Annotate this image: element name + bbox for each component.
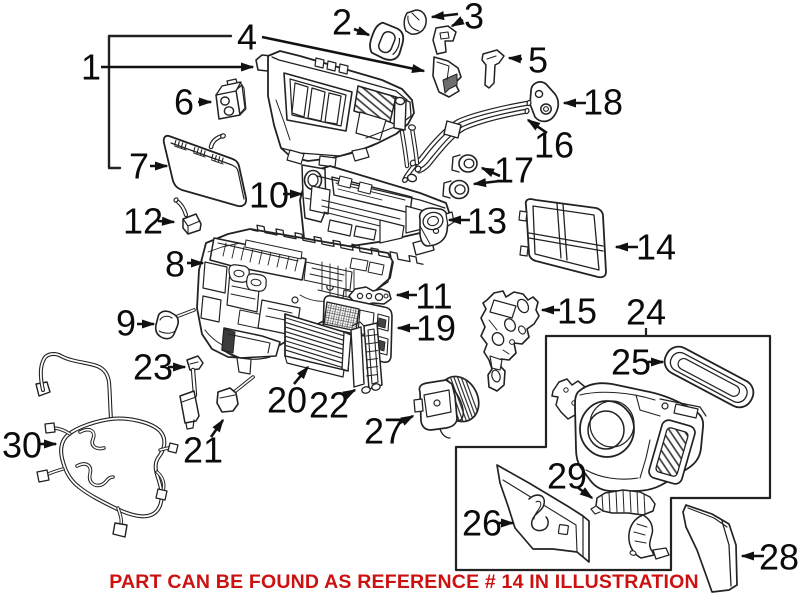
svg-text:14: 14: [636, 227, 676, 268]
svg-text:17: 17: [494, 150, 534, 191]
svg-text:13: 13: [467, 201, 507, 242]
svg-text:11: 11: [415, 276, 452, 317]
svg-text:12: 12: [123, 201, 163, 242]
svg-text:30: 30: [2, 425, 42, 466]
svg-text:PART CAN BE FOUND AS REFERENCE: PART CAN BE FOUND AS REFERENCE # 14 IN I…: [109, 571, 698, 593]
svg-text:28: 28: [759, 537, 799, 578]
svg-text:5: 5: [528, 40, 548, 81]
svg-text:16: 16: [534, 125, 574, 166]
svg-text:20: 20: [267, 380, 307, 421]
svg-text:24: 24: [626, 292, 666, 333]
svg-text:21: 21: [183, 430, 223, 471]
svg-text:18: 18: [583, 82, 623, 123]
svg-text:27: 27: [364, 411, 404, 452]
svg-text:7: 7: [129, 146, 149, 187]
svg-text:23: 23: [133, 347, 173, 388]
svg-text:25: 25: [611, 342, 651, 383]
svg-text:9: 9: [116, 303, 136, 344]
svg-text:1: 1: [81, 47, 101, 88]
svg-text:19: 19: [416, 308, 456, 349]
svg-text:6: 6: [174, 82, 194, 123]
svg-text:26: 26: [462, 503, 502, 544]
svg-text:2: 2: [332, 2, 352, 43]
svg-text:4: 4: [237, 17, 257, 58]
svg-text:3: 3: [464, 0, 484, 37]
svg-text:10: 10: [249, 175, 289, 216]
svg-text:22: 22: [309, 385, 349, 426]
svg-text:8: 8: [165, 244, 185, 285]
svg-text:15: 15: [557, 291, 597, 332]
